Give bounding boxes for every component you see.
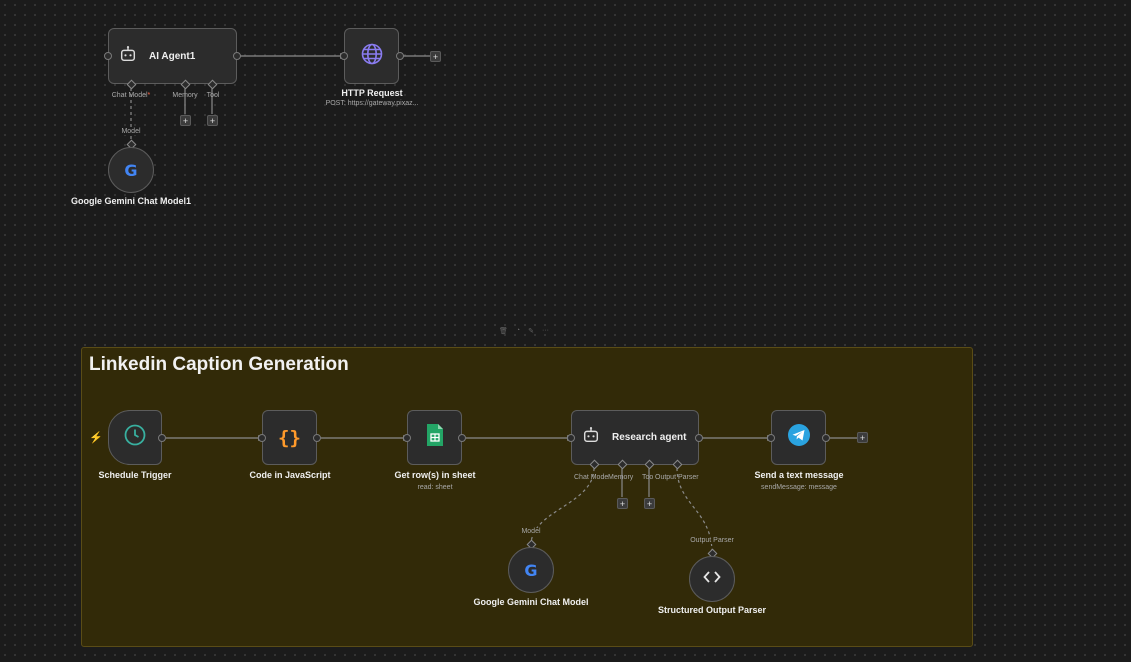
google-g-icon: G [124,160,138,180]
google-g-icon: G [524,560,538,580]
lightning-icon: ⚡ [89,432,103,444]
clock-icon [123,423,147,452]
code-input-handle[interactable] [258,434,266,442]
ai-agent1-memory-label: Memory [172,92,198,99]
research-agent-output-parser-label: Output Parser [655,474,699,481]
telegram-input-handle[interactable] [767,434,775,442]
color-icon[interactable]: ◔ [515,327,521,334]
research-agent-title: Research agent [612,432,687,443]
code-brackets-icon [703,570,721,589]
globe-icon [360,42,384,71]
structured-output-parser-node[interactable] [689,556,735,602]
research-agent-tool-label: Too [642,474,654,481]
research-agent-input-handle[interactable] [567,434,575,442]
code-node[interactable]: {} [262,410,317,465]
research-agent-output-handle[interactable] [695,434,703,442]
sheets-subtitle: read: sheet [417,484,453,491]
schedule-trigger-output-handle[interactable] [158,434,166,442]
sticky-note[interactable]: Linkedin Caption Generation [81,347,973,647]
sheets-node[interactable] [407,410,462,465]
research-agent-memory-label: Memory [608,474,634,481]
research-agent-chat-model-label: Chat Mode [574,474,609,481]
research-agent-node[interactable]: Research agent [571,410,699,465]
schedule-trigger-node[interactable] [108,410,162,465]
http-request-subtitle: POST: https://gateway.pixaz... [325,100,419,107]
add-tool-button[interactable]: + [207,115,218,126]
add-after-http-button[interactable]: + [430,51,441,62]
top-model-edge-label: Model [120,128,142,135]
braces-icon: {} [278,426,301,449]
telegram-title: Send a text message [754,470,844,480]
google-gemini-chat-model1-title: Google Gemini Chat Model1 [70,196,191,206]
telegram-node[interactable] [771,410,826,465]
add-tool-button[interactable]: + [644,498,655,509]
required-marker: * [147,92,151,99]
spreadsheet-icon [426,423,444,452]
structured-output-parser-title: Structured Output Parser [657,605,767,615]
http-request-output-handle[interactable] [396,52,404,60]
telegram-output-handle[interactable] [822,434,830,442]
ai-agent1-node[interactable]: AI Agent1 [108,28,237,84]
add-memory-button[interactable]: + [180,115,191,126]
google-gemini-chat-model-title: Google Gemini Chat Model [473,597,589,607]
add-memory-button[interactable]: + [617,498,628,509]
http-request-input-handle[interactable] [340,52,348,60]
parser-edge-label: Output Parser [689,537,735,544]
http-request-node[interactable] [344,28,399,84]
telegram-icon [787,423,811,452]
ai-agent1-tool-label: Tool [206,92,220,99]
sheets-input-handle[interactable] [403,434,411,442]
add-after-telegram-button[interactable]: + [857,432,868,443]
robot-icon [119,45,137,68]
ai-agent1-input-handle[interactable] [104,52,112,60]
schedule-trigger-title: Schedule Trigger [98,470,172,480]
research-model-edge-label: Model [520,528,542,535]
delete-icon[interactable]: 🗑 [499,328,508,335]
telegram-subtitle: sendMessage: message [761,484,837,491]
google-gemini-chat-model-node[interactable]: G [508,547,554,593]
sticky-toolbar: 🗑 ◔ ✎ ··· [499,327,549,335]
ai-agent1-output-handle[interactable] [233,52,241,60]
edit-icon[interactable]: ✎ [528,328,534,335]
code-output-handle[interactable] [313,434,321,442]
sticky-title: Linkedin Caption Generation [89,354,349,375]
sheets-output-handle[interactable] [458,434,466,442]
ai-agent1-chat-model-label: Chat Model* [111,92,151,99]
sheets-title: Get row(s) in sheet [394,470,476,480]
code-title: Code in JavaScript [249,470,331,480]
robot-icon [582,426,600,449]
ai-agent1-title: AI Agent1 [149,50,196,62]
http-request-title: HTTP Request [341,88,403,98]
more-icon[interactable]: ··· [542,327,549,334]
google-gemini-chat-model1-node[interactable]: G [108,147,154,193]
